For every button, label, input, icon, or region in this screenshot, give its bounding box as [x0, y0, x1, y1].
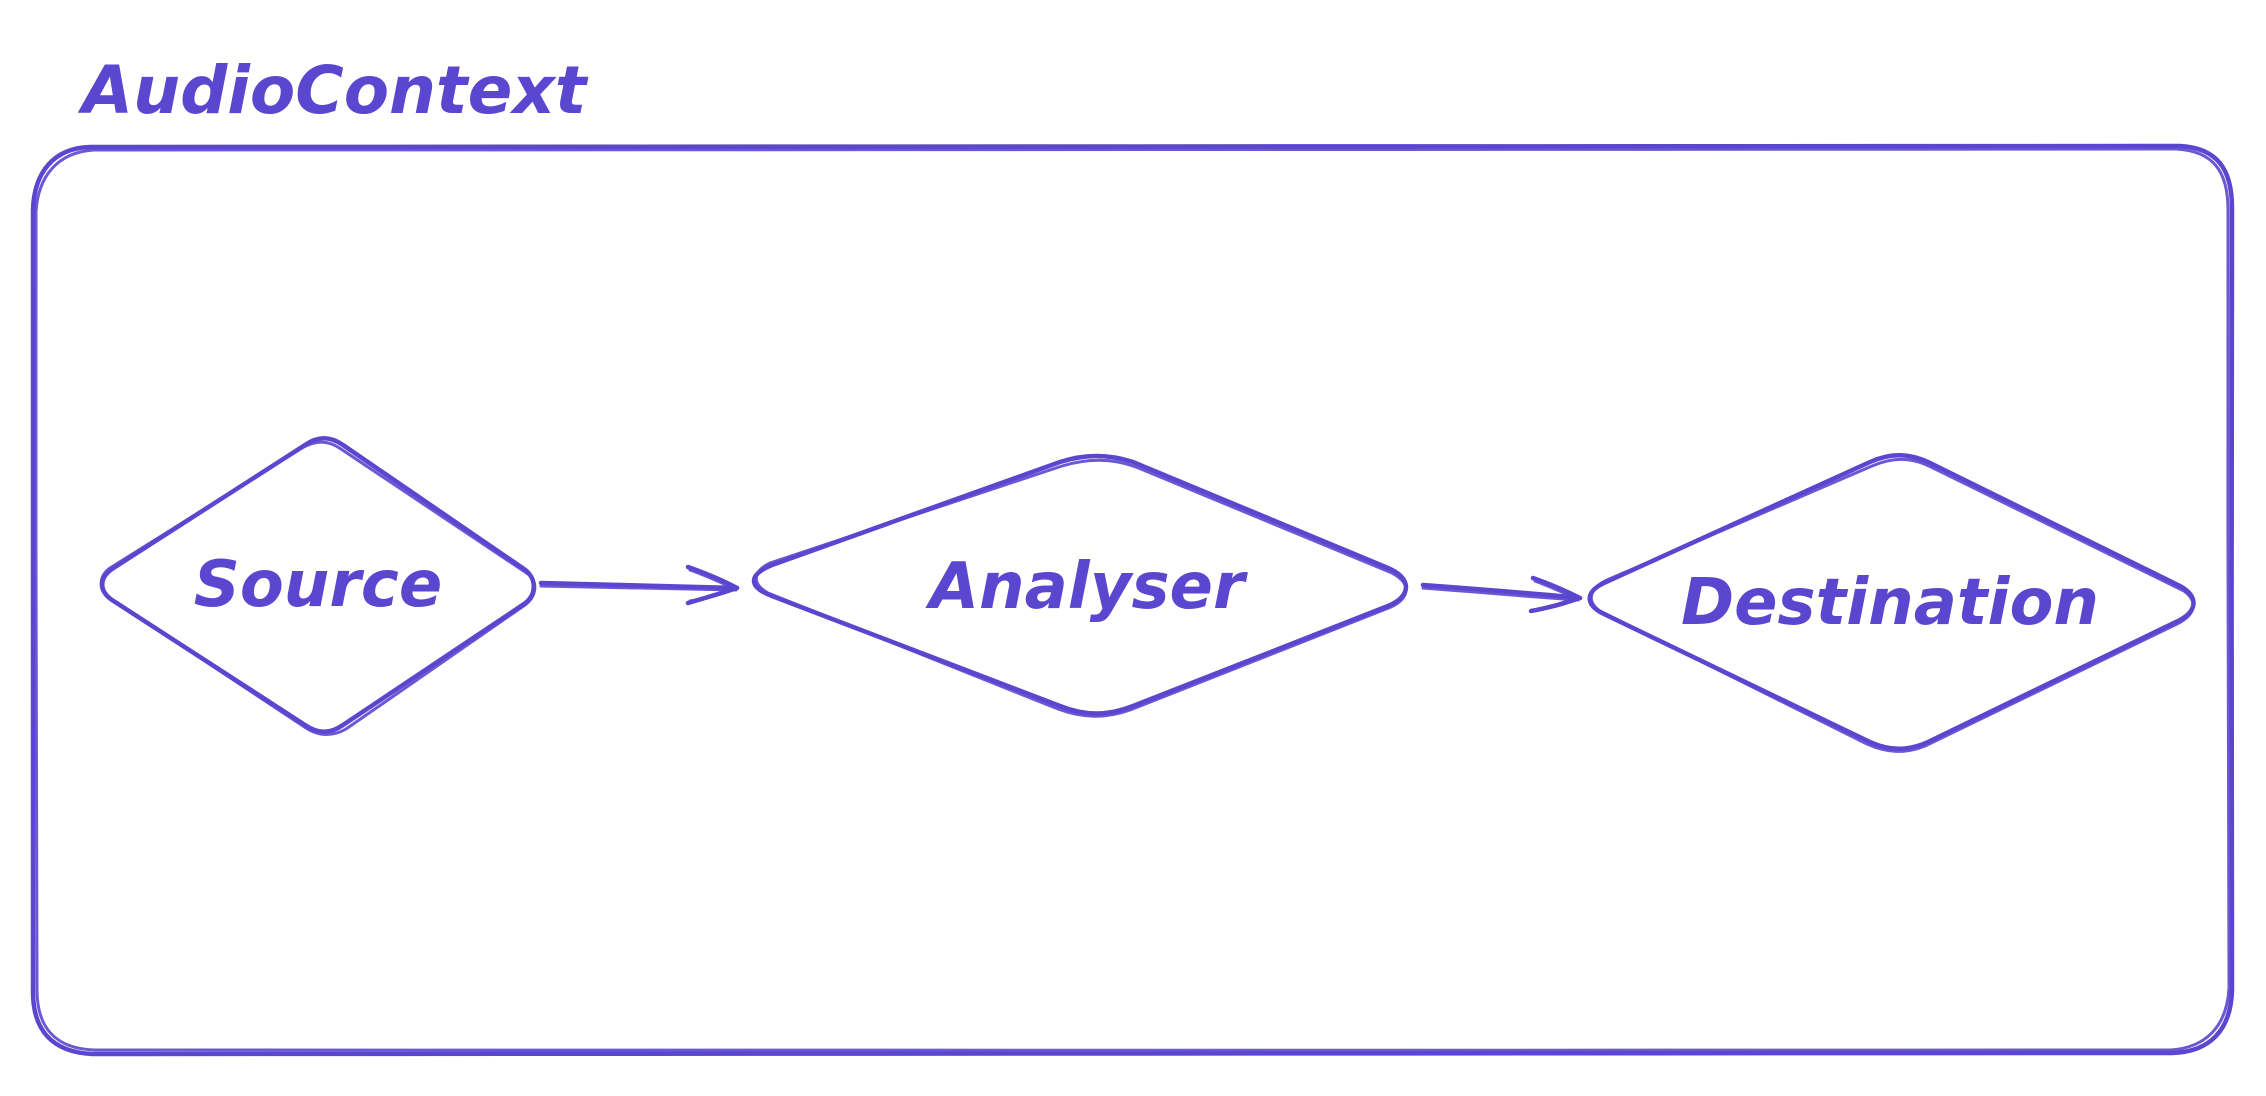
node-analyser-label: Analyser [925, 550, 1248, 624]
node-analyser: Analyser [751, 453, 1409, 718]
edge-analyser-to-destination [1420, 575, 1583, 614]
node-destination: Destination [1587, 453, 2196, 753]
node-destination-label: Destination [1681, 566, 2099, 640]
container-title: AudioContext [77, 52, 589, 129]
node-source: Source [99, 436, 537, 736]
edge-source-to-analyser [538, 564, 740, 606]
node-source-label: Source [194, 548, 443, 622]
audio-context-container [30, 143, 2235, 1057]
